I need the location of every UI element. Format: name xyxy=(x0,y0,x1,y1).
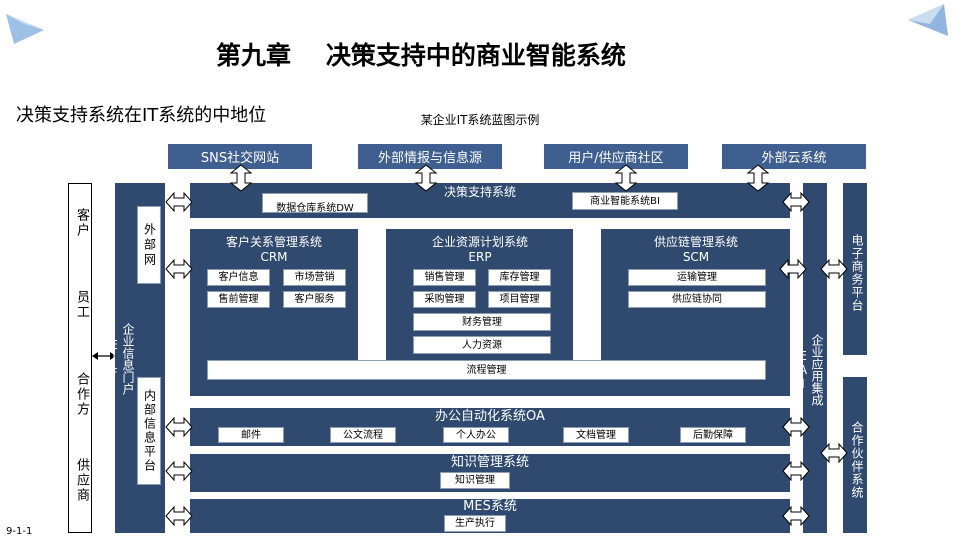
km-item: 知识管理 xyxy=(440,472,510,489)
footer-code: 9-1-1 xyxy=(6,526,33,537)
mes-item: 生产执行 xyxy=(444,515,506,532)
dss-bi-box: 商业智能系统BI xyxy=(572,192,678,210)
eai-column xyxy=(803,183,827,533)
slide-subtitle: 决策支持系统在IT系统的中地位 xyxy=(16,105,267,126)
corner-decoration-left xyxy=(6,14,44,44)
horizontal-double-arrow-icon xyxy=(782,417,810,437)
dss-bi-label: 商业智能系统BI xyxy=(590,195,660,207)
crm-title: 客户关系管理系统 xyxy=(225,235,322,249)
horizontal-double-arrow-icon xyxy=(779,259,807,279)
oa-item: 后勤保障 xyxy=(680,427,746,443)
business-area-inner xyxy=(358,224,386,360)
erp-item: 销售管理 xyxy=(413,269,476,286)
chapter-title: 第九章 决策支持中的商业智能系统 xyxy=(216,41,626,70)
vertical-double-arrow-icon xyxy=(615,164,637,192)
dss-dw-box: 数据仓库系统DW xyxy=(262,193,368,214)
horizontal-double-arrow-icon xyxy=(165,461,193,481)
crm-abbr: CRM xyxy=(260,250,288,264)
partner-label: 合作伙伴系统 xyxy=(850,421,864,499)
horizontal-double-arrow-icon xyxy=(820,259,848,279)
extranet-box: 外部网 xyxy=(137,206,161,284)
oa-item: 公文流程 xyxy=(330,427,396,443)
horizontal-double-arrow-icon xyxy=(782,461,810,481)
external-cloud: 外部云系统 xyxy=(722,144,866,169)
external-sns: SNS社交网站 xyxy=(168,144,312,169)
extranet-label: 外部网 xyxy=(142,222,157,268)
erp-item: 财务管理 xyxy=(413,313,551,331)
horizontal-double-arrow-icon xyxy=(165,259,193,279)
business-area-inner xyxy=(573,224,601,360)
user-employee: 员工 xyxy=(74,290,89,320)
scm-title: 供应链管理系统 xyxy=(653,235,738,249)
erp-item: 人力资源 xyxy=(413,336,551,354)
crm-item: 市场营销 xyxy=(283,269,346,286)
workflow-bar: 流程管理 xyxy=(207,360,766,380)
oa-item: 个人办公 xyxy=(443,427,509,443)
erp-item: 库存管理 xyxy=(488,269,551,286)
user-customer: 客户 xyxy=(74,208,89,238)
external-intelligence: 外部情报与信息源 xyxy=(358,144,502,169)
partner-system xyxy=(843,377,867,533)
erp-item: 项目管理 xyxy=(488,291,551,308)
bidirectional-arrow-icon xyxy=(92,352,116,360)
portal-label: 企业信息门户EIF xyxy=(107,323,135,395)
dss-dw-label: 数据仓库系统DW xyxy=(276,202,354,214)
crm-item: 售前管理 xyxy=(207,291,270,308)
diagram-caption: 某企业IT系统蓝图示例 xyxy=(420,113,540,127)
erp-item: 采购管理 xyxy=(413,291,476,308)
horizontal-double-arrow-icon xyxy=(165,506,193,526)
horizontal-double-arrow-icon xyxy=(165,417,193,437)
corner-decoration-right xyxy=(908,4,948,36)
scm-item: 供应链协同 xyxy=(628,291,766,308)
oa-item: 邮件 xyxy=(218,427,284,443)
external-community: 用户/供应商社区 xyxy=(544,144,688,169)
intranet-box: 内部信息平台 xyxy=(137,377,161,485)
erp-title: 企业资源计划系统 xyxy=(431,235,528,249)
mes-title: MES系统 xyxy=(463,499,517,514)
users-column xyxy=(68,183,92,533)
oa-item: 文档管理 xyxy=(563,427,629,443)
vertical-double-arrow-icon xyxy=(747,164,769,192)
horizontal-double-arrow-icon xyxy=(165,192,193,212)
crm-item: 客户服务 xyxy=(283,291,346,308)
intranet-label: 内部信息平台 xyxy=(142,389,157,473)
business-area-divider xyxy=(190,224,790,229)
km-title: 知识管理系统 xyxy=(450,455,529,470)
horizontal-double-arrow-icon xyxy=(782,192,810,212)
dss-title: 决策支持系统 xyxy=(443,185,516,199)
scm-item: 运输管理 xyxy=(628,269,766,286)
vertical-double-arrow-icon xyxy=(230,164,252,192)
eai-label: 企业应用集成EAI xyxy=(796,334,824,406)
erp-abbr: ERP xyxy=(468,250,492,264)
user-supplier: 供应商 xyxy=(74,458,89,503)
oa-title: 办公自动化系统OA xyxy=(435,409,545,424)
vertical-double-arrow-icon xyxy=(415,164,437,192)
horizontal-double-arrow-icon xyxy=(820,443,848,463)
scm-abbr: SCM xyxy=(682,250,710,264)
crm-item: 客户信息 xyxy=(207,269,270,286)
ecommerce-label: 电子商务平台 xyxy=(850,234,864,312)
horizontal-double-arrow-icon xyxy=(782,506,810,526)
user-partner: 合作方 xyxy=(74,372,89,417)
